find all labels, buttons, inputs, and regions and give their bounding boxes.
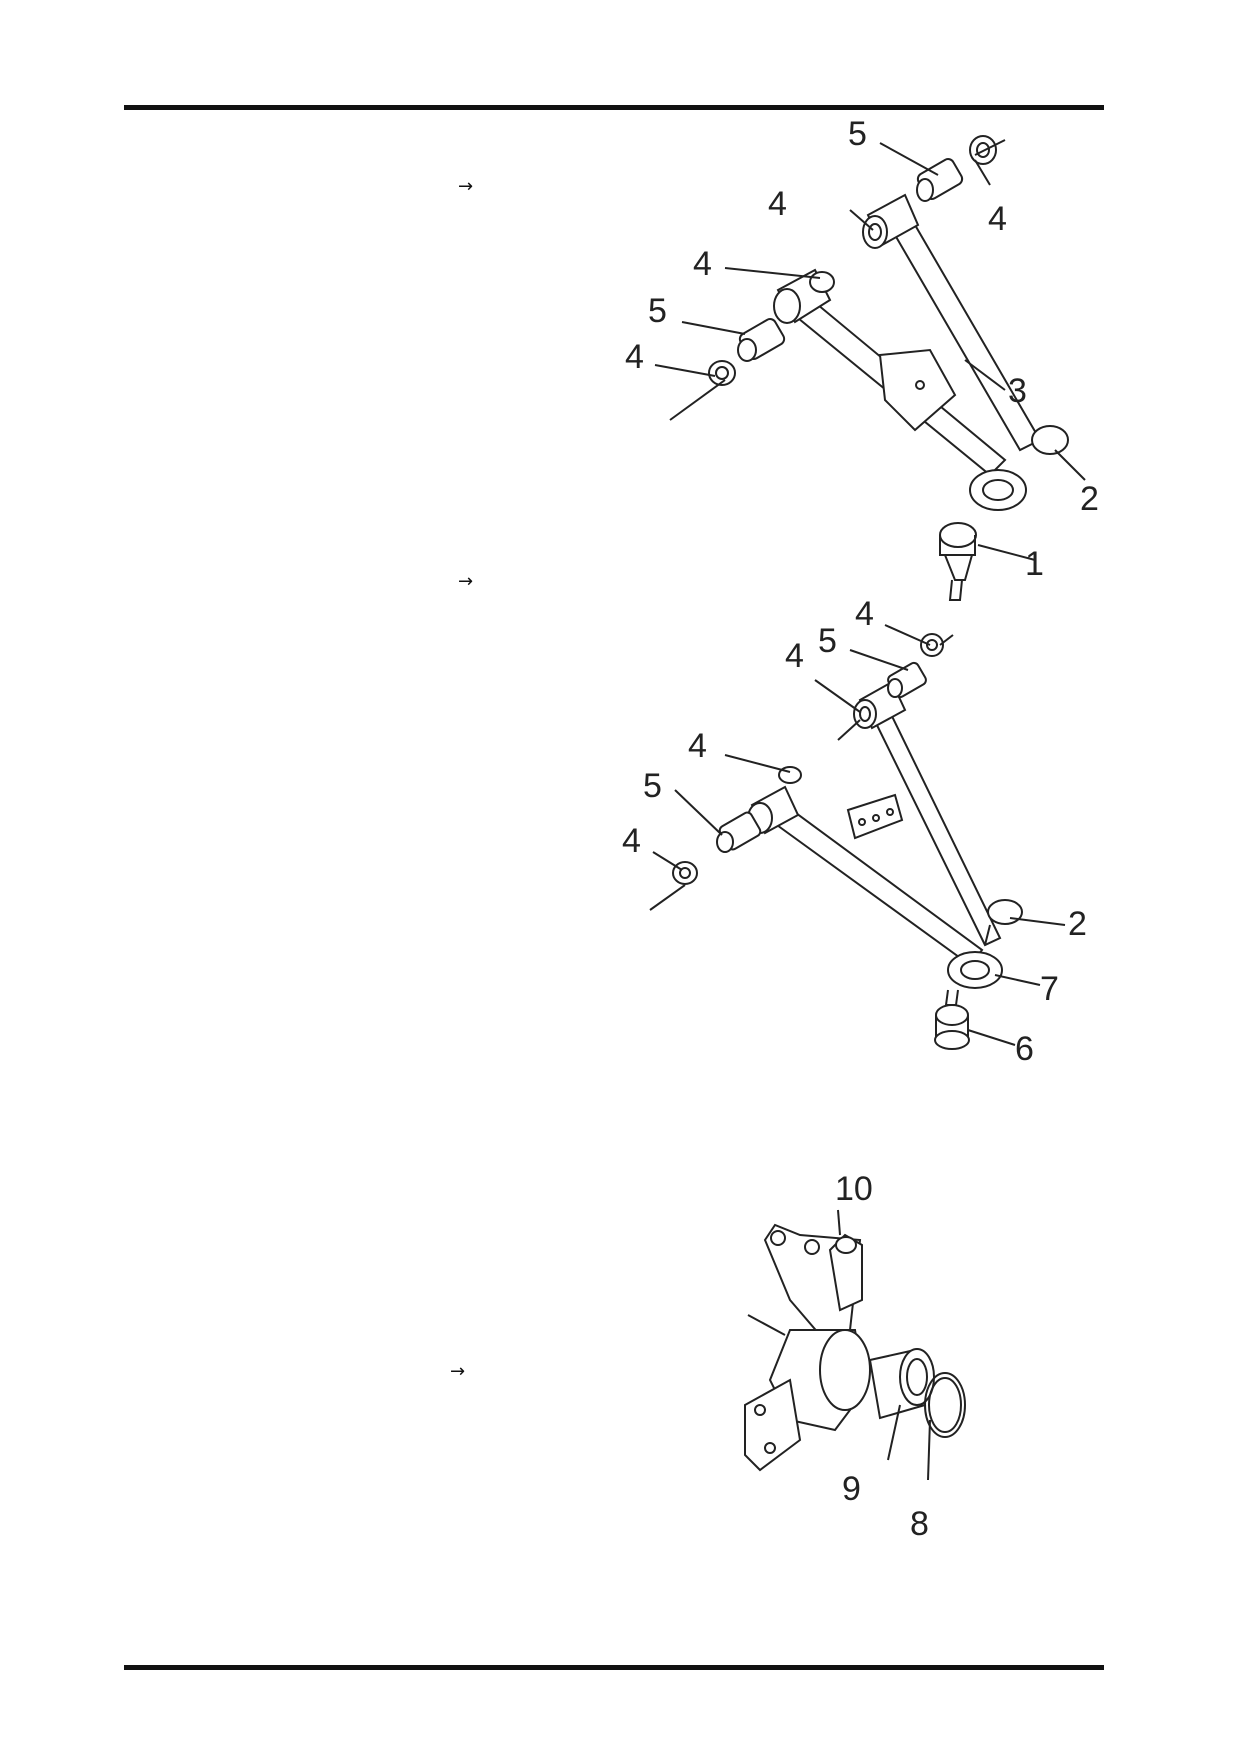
callout-label: 4 xyxy=(625,338,644,376)
arrow-icon: → xyxy=(450,1361,466,1382)
callout-label: 5 xyxy=(643,767,662,805)
lower-arm-figure: 4 5 4 4 5 4 2 7 6 xyxy=(622,595,1087,1068)
callout-label: 6 xyxy=(1015,1030,1034,1068)
callout-label: 9 xyxy=(842,1470,861,1508)
callout-label: 4 xyxy=(768,185,787,223)
callout-label: 4 xyxy=(855,595,874,633)
callout-label: 4 xyxy=(988,200,1007,238)
footer-rule xyxy=(124,1665,1104,1670)
callout-label: 10 xyxy=(835,1170,873,1208)
callout-label: 3 xyxy=(1008,372,1027,410)
knuckle-figure: 10 9 8 xyxy=(744,1170,966,1543)
callout-label: 7 xyxy=(1040,970,1059,1008)
callout-label: 4 xyxy=(785,637,804,675)
callout-label: 4 xyxy=(622,822,641,860)
upper-arm-figure: 5 4 4 4 5 4 3 2 1 xyxy=(625,115,1099,601)
callout-label: 5 xyxy=(818,622,837,660)
callout-label: 4 xyxy=(693,245,712,283)
callout-label: 4 xyxy=(688,727,707,765)
callout-label: 5 xyxy=(648,292,667,330)
callout-label: 8 xyxy=(910,1505,929,1543)
callout-label: 5 xyxy=(848,115,867,153)
callout-label: 2 xyxy=(1068,905,1087,943)
arrow-icon: → xyxy=(458,571,474,592)
header-rule xyxy=(124,105,1104,110)
arrow-icon: → xyxy=(458,176,474,197)
callout-label: 1 xyxy=(1025,545,1044,583)
callout-label: 2 xyxy=(1080,480,1099,518)
